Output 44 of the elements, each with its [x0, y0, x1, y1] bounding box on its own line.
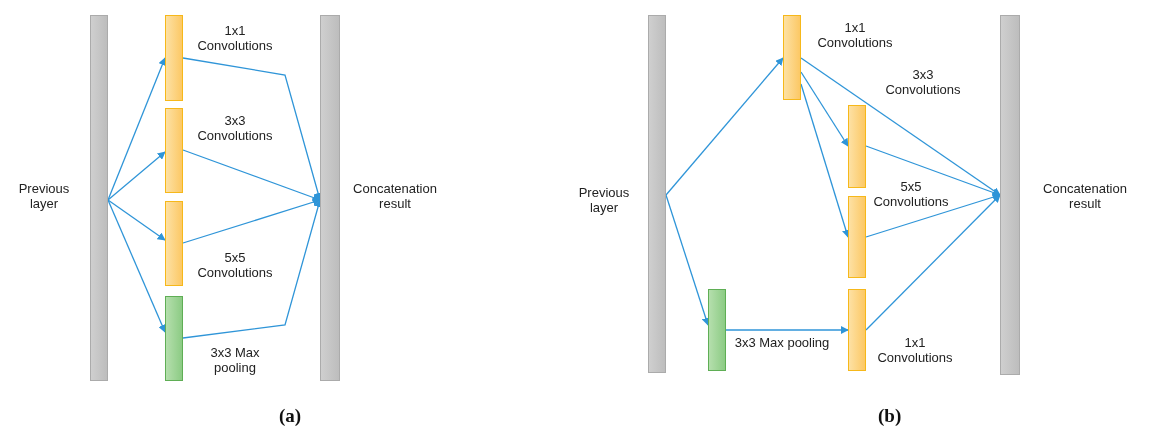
layer-bar [848, 105, 866, 188]
arrow [182, 57, 322, 201]
arrow [865, 194, 1001, 331]
arrow [725, 326, 849, 334]
layer-bar [165, 15, 183, 101]
layer-label: Concatenation result [352, 182, 438, 212]
arrow [107, 199, 166, 241]
layer-bar [708, 289, 726, 371]
arrow [665, 194, 710, 326]
layer-label: Previous layer [17, 182, 71, 212]
arrow [182, 199, 322, 339]
arrow [182, 149, 321, 202]
layer-bar [848, 289, 866, 371]
layer-label: 3x3 Max pooling [733, 336, 831, 351]
layer-label: 5x5 Convolutions [872, 180, 950, 210]
arrow [800, 57, 1001, 196]
layer-bar [165, 201, 183, 286]
arrow [800, 83, 850, 238]
layer-label: 3x3 Convolutions [196, 114, 274, 144]
panel-label: (b) [878, 405, 902, 427]
arrow [182, 198, 321, 244]
layer-label: 1x1 Convolutions [876, 336, 954, 366]
layer-bar [648, 15, 666, 373]
layer-label: 3x3 Convolutions [884, 68, 962, 98]
layer-label: Concatenation result [1042, 182, 1128, 212]
layer-label: 3x3 Max pooling [209, 346, 261, 376]
layer-bar [165, 108, 183, 193]
layer-label: 1x1 Convolutions [196, 24, 274, 54]
layer-bar [90, 15, 108, 381]
layer-label: 1x1 Convolutions [816, 21, 894, 51]
arrow [107, 151, 166, 201]
layer-bar [165, 296, 183, 381]
arrow [665, 57, 784, 196]
layer-bar [320, 15, 340, 381]
layer-label: 5x5 Convolutions [196, 251, 274, 281]
layer-label: Previous layer [577, 186, 631, 216]
layer-bar [1000, 15, 1020, 375]
layer-bar [848, 196, 866, 278]
arrow [865, 193, 1001, 238]
layer-bar [783, 15, 801, 100]
panel-label: (a) [279, 405, 302, 427]
arrow [107, 57, 167, 201]
arrow [800, 71, 849, 147]
arrow [107, 199, 166, 333]
